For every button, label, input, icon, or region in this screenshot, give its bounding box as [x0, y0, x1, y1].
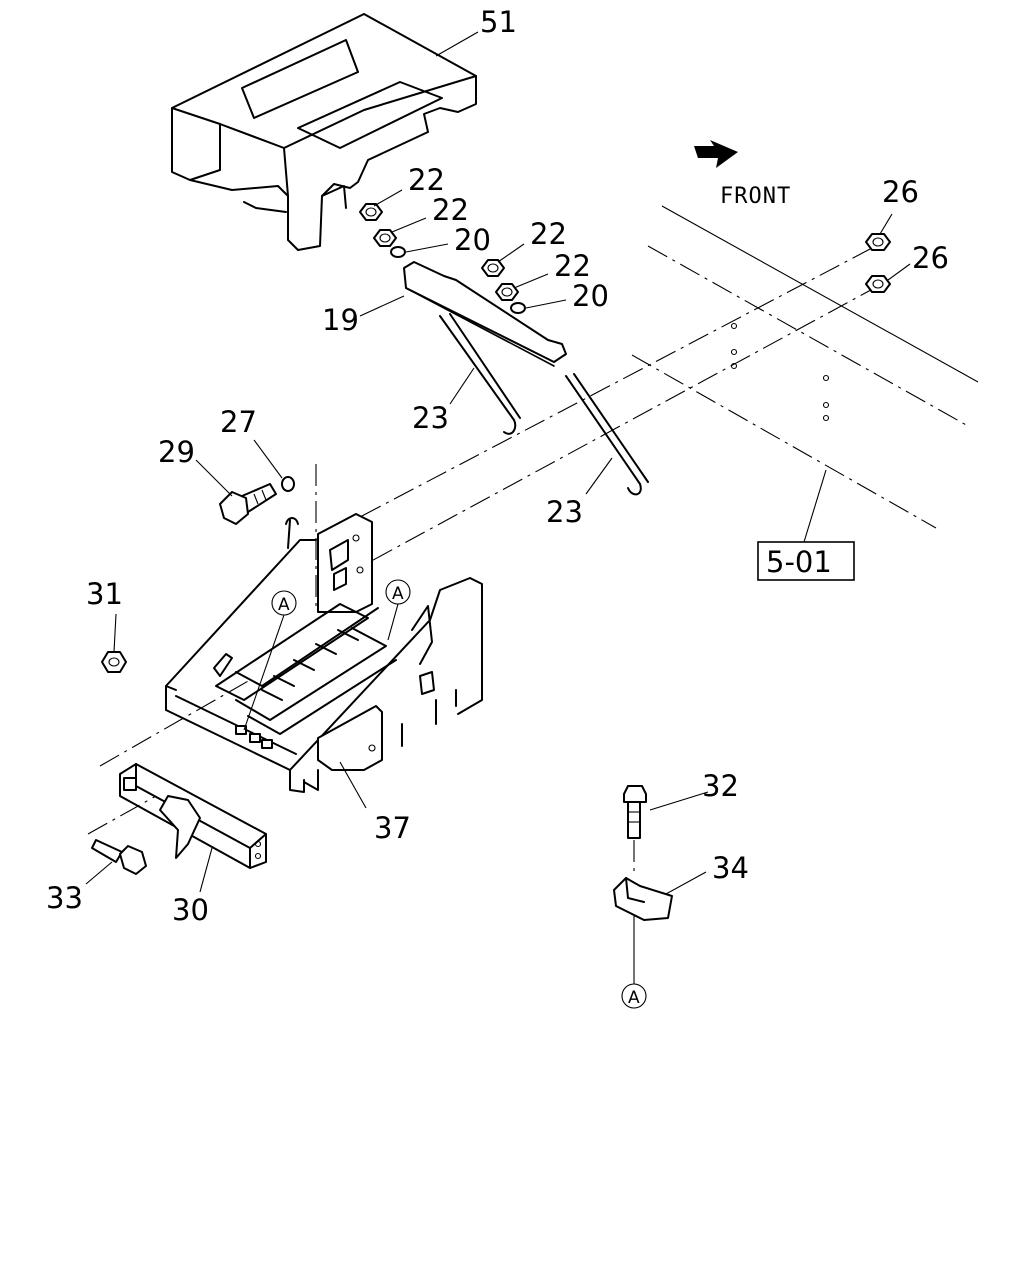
- clip-34: [613, 877, 673, 984]
- callout-22d: 22: [554, 249, 591, 283]
- leader-lines: [85, 31, 911, 895]
- callout-20a: 20: [454, 223, 491, 257]
- callout-29: 29: [158, 435, 195, 469]
- connector-a-right-label: A: [392, 584, 404, 604]
- callout-22c: 22: [530, 217, 567, 251]
- battery-tray-part: [165, 513, 483, 793]
- nut-stack-left: [359, 203, 406, 258]
- j-bolt-left: [439, 313, 521, 435]
- callout-23b: 23: [546, 495, 583, 529]
- callout-26b: 26: [912, 241, 949, 275]
- callout-20b: 20: [572, 279, 609, 313]
- callout-26a: 26: [882, 175, 919, 209]
- j-bolt-right: [565, 373, 649, 496]
- washer-27: [281, 476, 295, 492]
- connector-a-left-label: A: [278, 595, 290, 615]
- callout-51: 51: [480, 5, 517, 39]
- battery-cover-part: [171, 13, 477, 251]
- clamp-bracket-part: [119, 763, 267, 869]
- callout-22a: 22: [408, 163, 445, 197]
- connector-a-bottom-label: A: [628, 988, 640, 1008]
- nut-31: [101, 651, 127, 673]
- bolt-33: [91, 839, 147, 875]
- callout-32: 32: [702, 769, 739, 803]
- nut-stack-right: [481, 259, 526, 314]
- callout-33: 33: [46, 881, 83, 915]
- front-direction-label: FRONT: [720, 184, 791, 209]
- bolt-29: [219, 483, 277, 525]
- bolt-32: [623, 785, 647, 839]
- front-arrow-icon: [694, 140, 738, 168]
- hold-down-bar-part: [403, 261, 567, 367]
- connector-a-bottom: A: [621, 983, 647, 1009]
- callout-31: 31: [86, 577, 123, 611]
- callout-37: 37: [374, 811, 411, 845]
- callout-22b: 22: [432, 193, 469, 227]
- callout-23a: 23: [412, 401, 449, 435]
- callout-34: 34: [712, 851, 749, 885]
- callout-27: 27: [220, 405, 257, 439]
- callout-19: 19: [322, 303, 359, 337]
- callout-30: 30: [172, 893, 209, 927]
- frame-rail: [319, 205, 979, 579]
- frame-nuts: [865, 233, 891, 293]
- reference-box: 5-01: [757, 469, 855, 581]
- reference-box-label: 5-01: [766, 545, 832, 579]
- connector-a-marks: A A: [243, 579, 411, 731]
